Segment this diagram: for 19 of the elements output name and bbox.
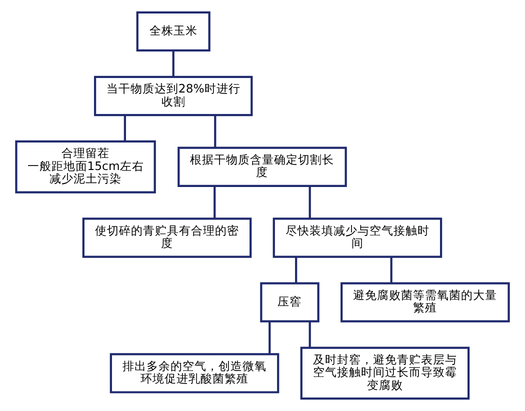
node-box: 尽快装填减少与空气接触时间 xyxy=(272,218,442,258)
node-box: 排出多余的空气，创造微氧环境促进乳酸菌繁殖 xyxy=(110,353,280,394)
node-box: 及时封窖，避免青贮表层与空气接触时间过长而导致霉变腐败 xyxy=(300,346,470,400)
node-box: 根据干物质含量确定切割长度 xyxy=(178,146,347,187)
connector xyxy=(390,257,392,283)
connector xyxy=(214,186,216,218)
connector xyxy=(214,115,216,148)
connector xyxy=(308,186,311,218)
node-box: 压窖 xyxy=(260,282,320,322)
connector xyxy=(268,322,271,354)
node-box: 使切碎的青贮具有合理的密度 xyxy=(82,218,252,258)
connector xyxy=(295,257,298,283)
node-box: 合理留茬 一般距地面15cm左右 减少泥土污染 xyxy=(15,140,156,194)
node-box: 当干物质达到28%时进行收割 xyxy=(94,76,253,116)
connector xyxy=(172,50,174,77)
connector xyxy=(124,115,126,142)
node-box: 全株玉米 xyxy=(136,11,210,52)
node-box: 避免腐败菌等需氧菌的大量繁殖 xyxy=(340,282,510,322)
connector xyxy=(308,322,311,348)
